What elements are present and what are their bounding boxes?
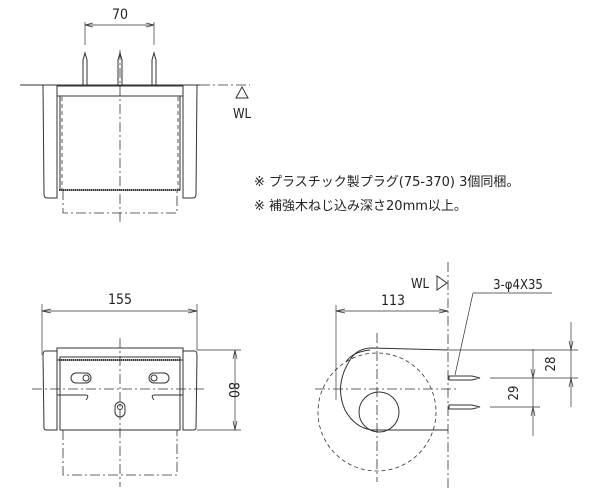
side-view: WL 3-φ4X35 113 28 29 <box>315 262 578 491</box>
wl-label-side: WL <box>411 277 430 292</box>
dim-label-80: 80 <box>225 382 241 398</box>
roll-core <box>358 391 400 433</box>
front-view: 155 80 <box>32 292 241 487</box>
dim-label-113: 113 <box>381 293 405 309</box>
end-cap-left <box>42 84 58 199</box>
note-screw-depth: ※ 補強木ねじ込み深さ20mm以上。 <box>254 199 467 214</box>
wl-triangle-icon <box>436 275 448 291</box>
dim-label-155: 155 <box>108 292 132 308</box>
dim-label-70: 70 <box>112 7 128 23</box>
wl-triangle-icon <box>235 85 249 99</box>
screws <box>82 51 157 86</box>
note-plastic-plug: ※ プラスチック製プラグ(75-370) 3個同梱。 <box>254 175 520 190</box>
end-cap-right <box>182 84 198 199</box>
wl-label: WL <box>233 107 252 122</box>
dim-label-29: 29 <box>507 386 522 401</box>
mount-slot-right <box>148 372 170 384</box>
mount-slot-left <box>70 372 92 384</box>
top-view: 70 WL <box>20 7 252 225</box>
dim-label-28: 28 <box>544 357 559 372</box>
paper-roll-outline <box>317 352 437 472</box>
leader-line <box>454 292 474 376</box>
screw-upper <box>448 375 481 381</box>
screw-lower <box>448 404 481 410</box>
screw-spec-label: 3-φ4X35 <box>493 278 543 293</box>
